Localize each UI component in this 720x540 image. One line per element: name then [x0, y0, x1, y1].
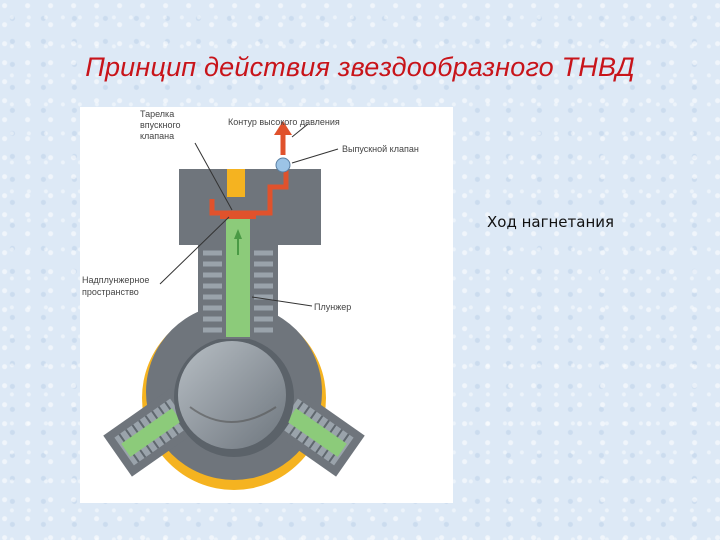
stroke-caption: Ход нагнетания	[487, 213, 615, 231]
label-outlet-valve: Выпускной клапан	[342, 144, 419, 154]
label-above-plunger-1: Надплунжерное	[82, 275, 149, 285]
label-inlet-valve-plate-3: клапана	[140, 131, 174, 141]
plunger-spring	[203, 250, 273, 333]
pump-diagram: Тарелка впускного клапана Контур высоког…	[80, 107, 453, 503]
outlet-arrow-icon	[274, 121, 292, 135]
pump-diagram-svg: Тарелка впускного клапана Контур высоког…	[82, 109, 419, 490]
label-above-plunger-2: пространство	[82, 287, 139, 297]
outlet-valve-ball	[275, 157, 291, 173]
label-inlet-valve-plate-1: Тарелка	[140, 109, 174, 119]
label-high-pressure-circuit: Контур высокого давления	[228, 117, 340, 127]
label-inlet-valve-plate-2: впускного	[140, 120, 181, 130]
label-plunger: Плунжер	[314, 302, 351, 312]
slide-title: Принцип действия звездообразного ТНВД	[85, 52, 635, 82]
